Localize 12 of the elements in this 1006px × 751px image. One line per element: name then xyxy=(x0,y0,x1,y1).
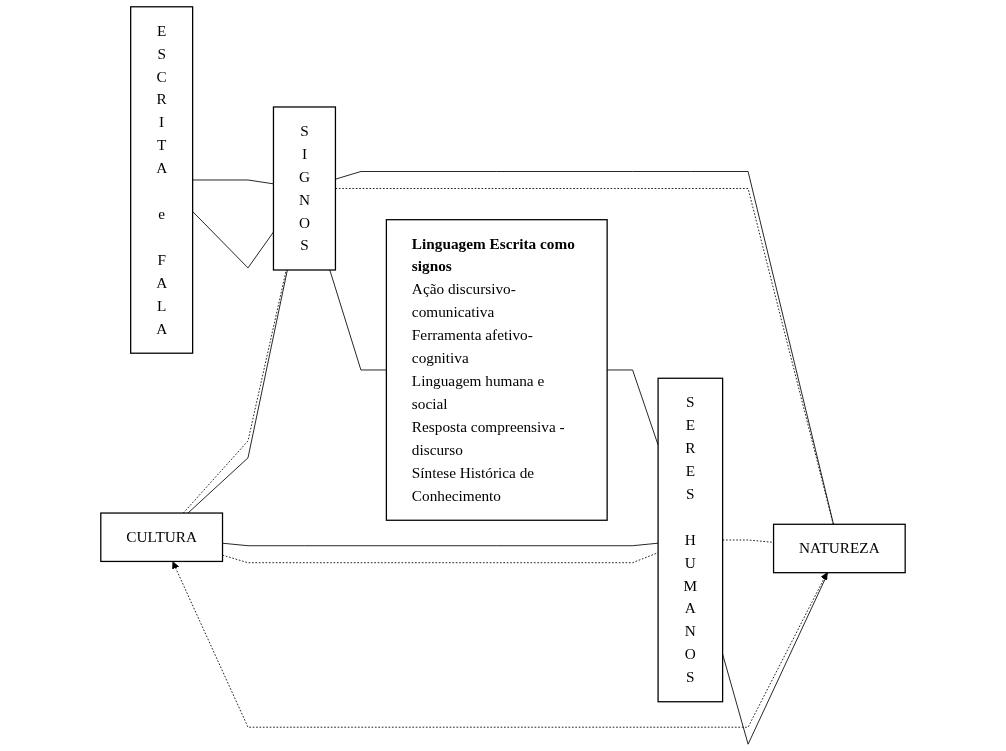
node-box: Linguagem Escrita como signos Ação discursivo-comunicativa Ferramenta afetivo-cognitiva Linguagem humana e social Resposta compreensiva - discurso Síntese Histórica de Conhecimento xyxy=(385,219,608,521)
connector xyxy=(192,211,274,269)
node-box: SERES HUMANOS xyxy=(657,377,724,703)
node-box: SIGNOS xyxy=(272,106,337,271)
node-box: NATUREZA xyxy=(772,523,906,574)
connector xyxy=(722,572,829,745)
connector xyxy=(192,179,274,185)
node-box: ESCRITA e FALA xyxy=(130,6,194,354)
connector xyxy=(222,542,659,547)
connector xyxy=(222,552,659,564)
node-box: CULTURA xyxy=(100,512,224,563)
connector xyxy=(329,269,387,371)
